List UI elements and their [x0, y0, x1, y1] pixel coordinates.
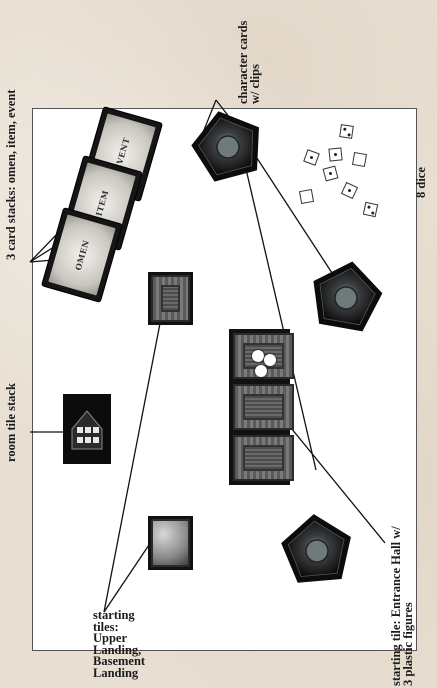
- plastic-figure-2: [264, 354, 276, 366]
- room-tile-stack: [63, 394, 111, 464]
- room-tile-stack-label: room tile stack: [4, 383, 19, 462]
- die-4: [352, 152, 367, 167]
- die-1: [339, 124, 354, 139]
- plastic-figure-3: [255, 365, 267, 377]
- basement-landing-tile: [148, 516, 193, 570]
- house-icon: [66, 397, 108, 461]
- plastic-figure-1: [252, 350, 264, 362]
- character-card-3: [279, 511, 355, 584]
- die-7: [299, 189, 314, 204]
- starting-tiles-label-line-6: Landing: [93, 668, 145, 680]
- starting-tiles-label: starting tiles: Upper Landing, Basement …: [93, 610, 145, 679]
- upper-landing-tile: [148, 272, 193, 325]
- die-8: [363, 202, 378, 217]
- card-stacks-label: 3 card stacks: omen, item, event: [4, 90, 19, 260]
- die-2: [328, 147, 342, 161]
- dice-label: 8 dice: [414, 167, 429, 198]
- character-cards-label-line-2: w/ clips: [250, 64, 261, 104]
- character-card-2: [306, 255, 387, 333]
- entrance-hall-label-line-2: 3 plastic figures: [401, 602, 416, 686]
